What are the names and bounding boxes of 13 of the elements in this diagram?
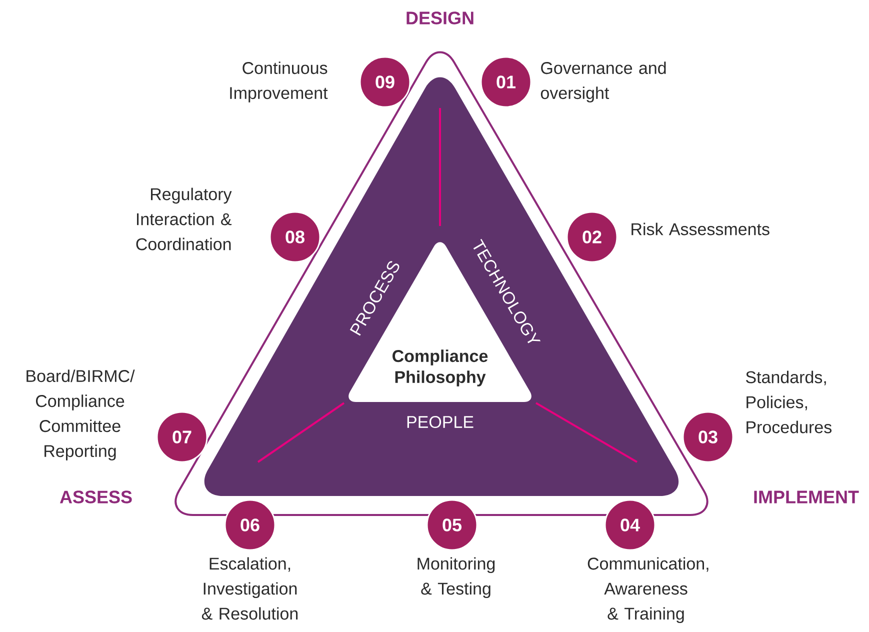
- phase-label: ASSESS: [60, 490, 132, 504]
- step-caption: Continuous Improvement: [230, 62, 328, 102]
- phase-label: DESIGN: [406, 12, 474, 24]
- step-caption: Standards, Policies, Procedures: [746, 370, 832, 434]
- band-label: PEOPLE: [407, 416, 474, 428]
- step-caption: Board/BIRMC/ Compliance Committee Reporting: [26, 370, 135, 460]
- step-caption: Monitoring & Testing: [418, 557, 495, 598]
- step-caption: Risk Assessments: [632, 222, 770, 236]
- step-caption: Regulatory Interaction & Coordination: [136, 188, 232, 250]
- phase-label: IMPLEMENT: [754, 490, 859, 504]
- step-caption: Communication, Awareness & Training: [588, 557, 708, 624]
- step-caption: Escalation, Investigation & Resolution: [202, 557, 298, 620]
- step-caption: Governance and oversight: [540, 62, 666, 102]
